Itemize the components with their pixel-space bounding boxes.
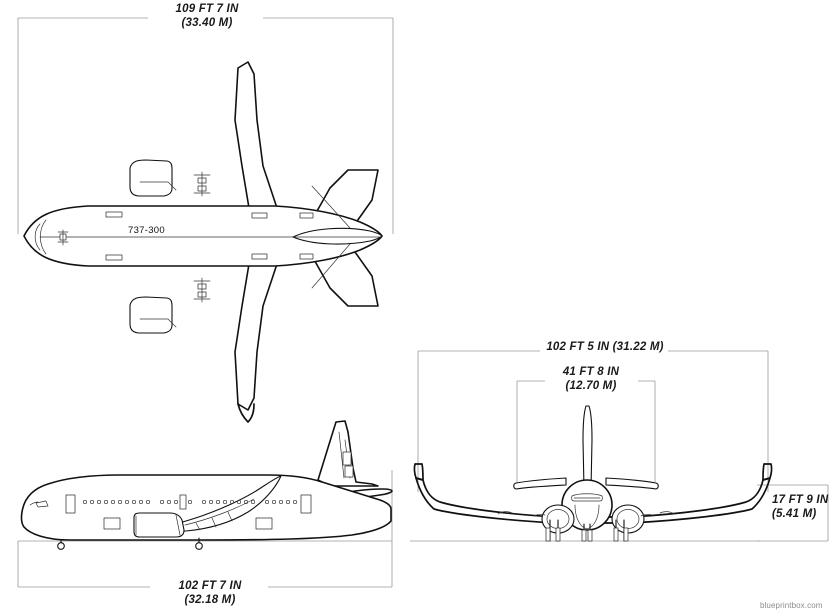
top-view (23, 61, 383, 411)
nose-landing-gear-side (57, 539, 65, 550)
aircraft-model-label: 737-300 (128, 225, 165, 236)
dimension-overall-length (17, 470, 393, 588)
nose-landing-gear-front (581, 523, 593, 542)
main-gear-symbol-top-lower (193, 277, 211, 303)
dimension-wingspan-imperial: 109 FT 7 IN (175, 3, 239, 15)
dimension-stabilizer-span (516, 380, 656, 482)
dimension-overall-height-metric: (5.41 M) (772, 507, 817, 520)
dimension-label-front-wingspan: 102 FT 5 IN (31.22 M) (546, 341, 664, 355)
dimension-lines-group (17, 17, 829, 588)
watermark-blueprintbox: blueprintbox.com (760, 601, 823, 610)
main-landing-gear-side (195, 537, 203, 550)
dimension-wingspan (17, 17, 394, 234)
main-landing-gear-front-right (613, 519, 629, 542)
dimension-label-overall-height: 17 FT 9 IN (5.41 M) (772, 494, 838, 521)
passenger-windows-row (82, 499, 298, 505)
dimension-label-overall-length: 102 FT 7 IN (32.18 M) (155, 580, 265, 607)
front-view (413, 405, 773, 542)
nose-gear-symbol-top (57, 229, 69, 246)
main-gear-symbol-top-upper (193, 171, 211, 197)
dimension-wingspan-metric: (33.40 M) (181, 16, 233, 29)
dimension-stabilizer-span-metric: (12.70 M) (565, 379, 617, 392)
dimension-stabilizer-span-imperial: 41 FT 8 IN (562, 366, 620, 378)
dimension-label-wingspan: 109 FT 7 IN (33.40 M) (155, 3, 259, 30)
side-view (20, 403, 393, 550)
dimension-overall-length-imperial: 102 FT 7 IN (178, 580, 242, 592)
dimension-front-wingspan-imperial: 102 FT 5 IN (31.22 M) (546, 341, 664, 353)
dimension-overall-length-metric: (32.18 M) (184, 593, 236, 606)
dimension-overall-height-imperial: 17 FT 9 IN (772, 494, 829, 506)
main-landing-gear-front-left (545, 519, 561, 542)
dimension-label-stabilizer-span: 41 FT 8 IN (12.70 M) (549, 366, 633, 393)
dimension-front-wingspan (417, 350, 769, 492)
